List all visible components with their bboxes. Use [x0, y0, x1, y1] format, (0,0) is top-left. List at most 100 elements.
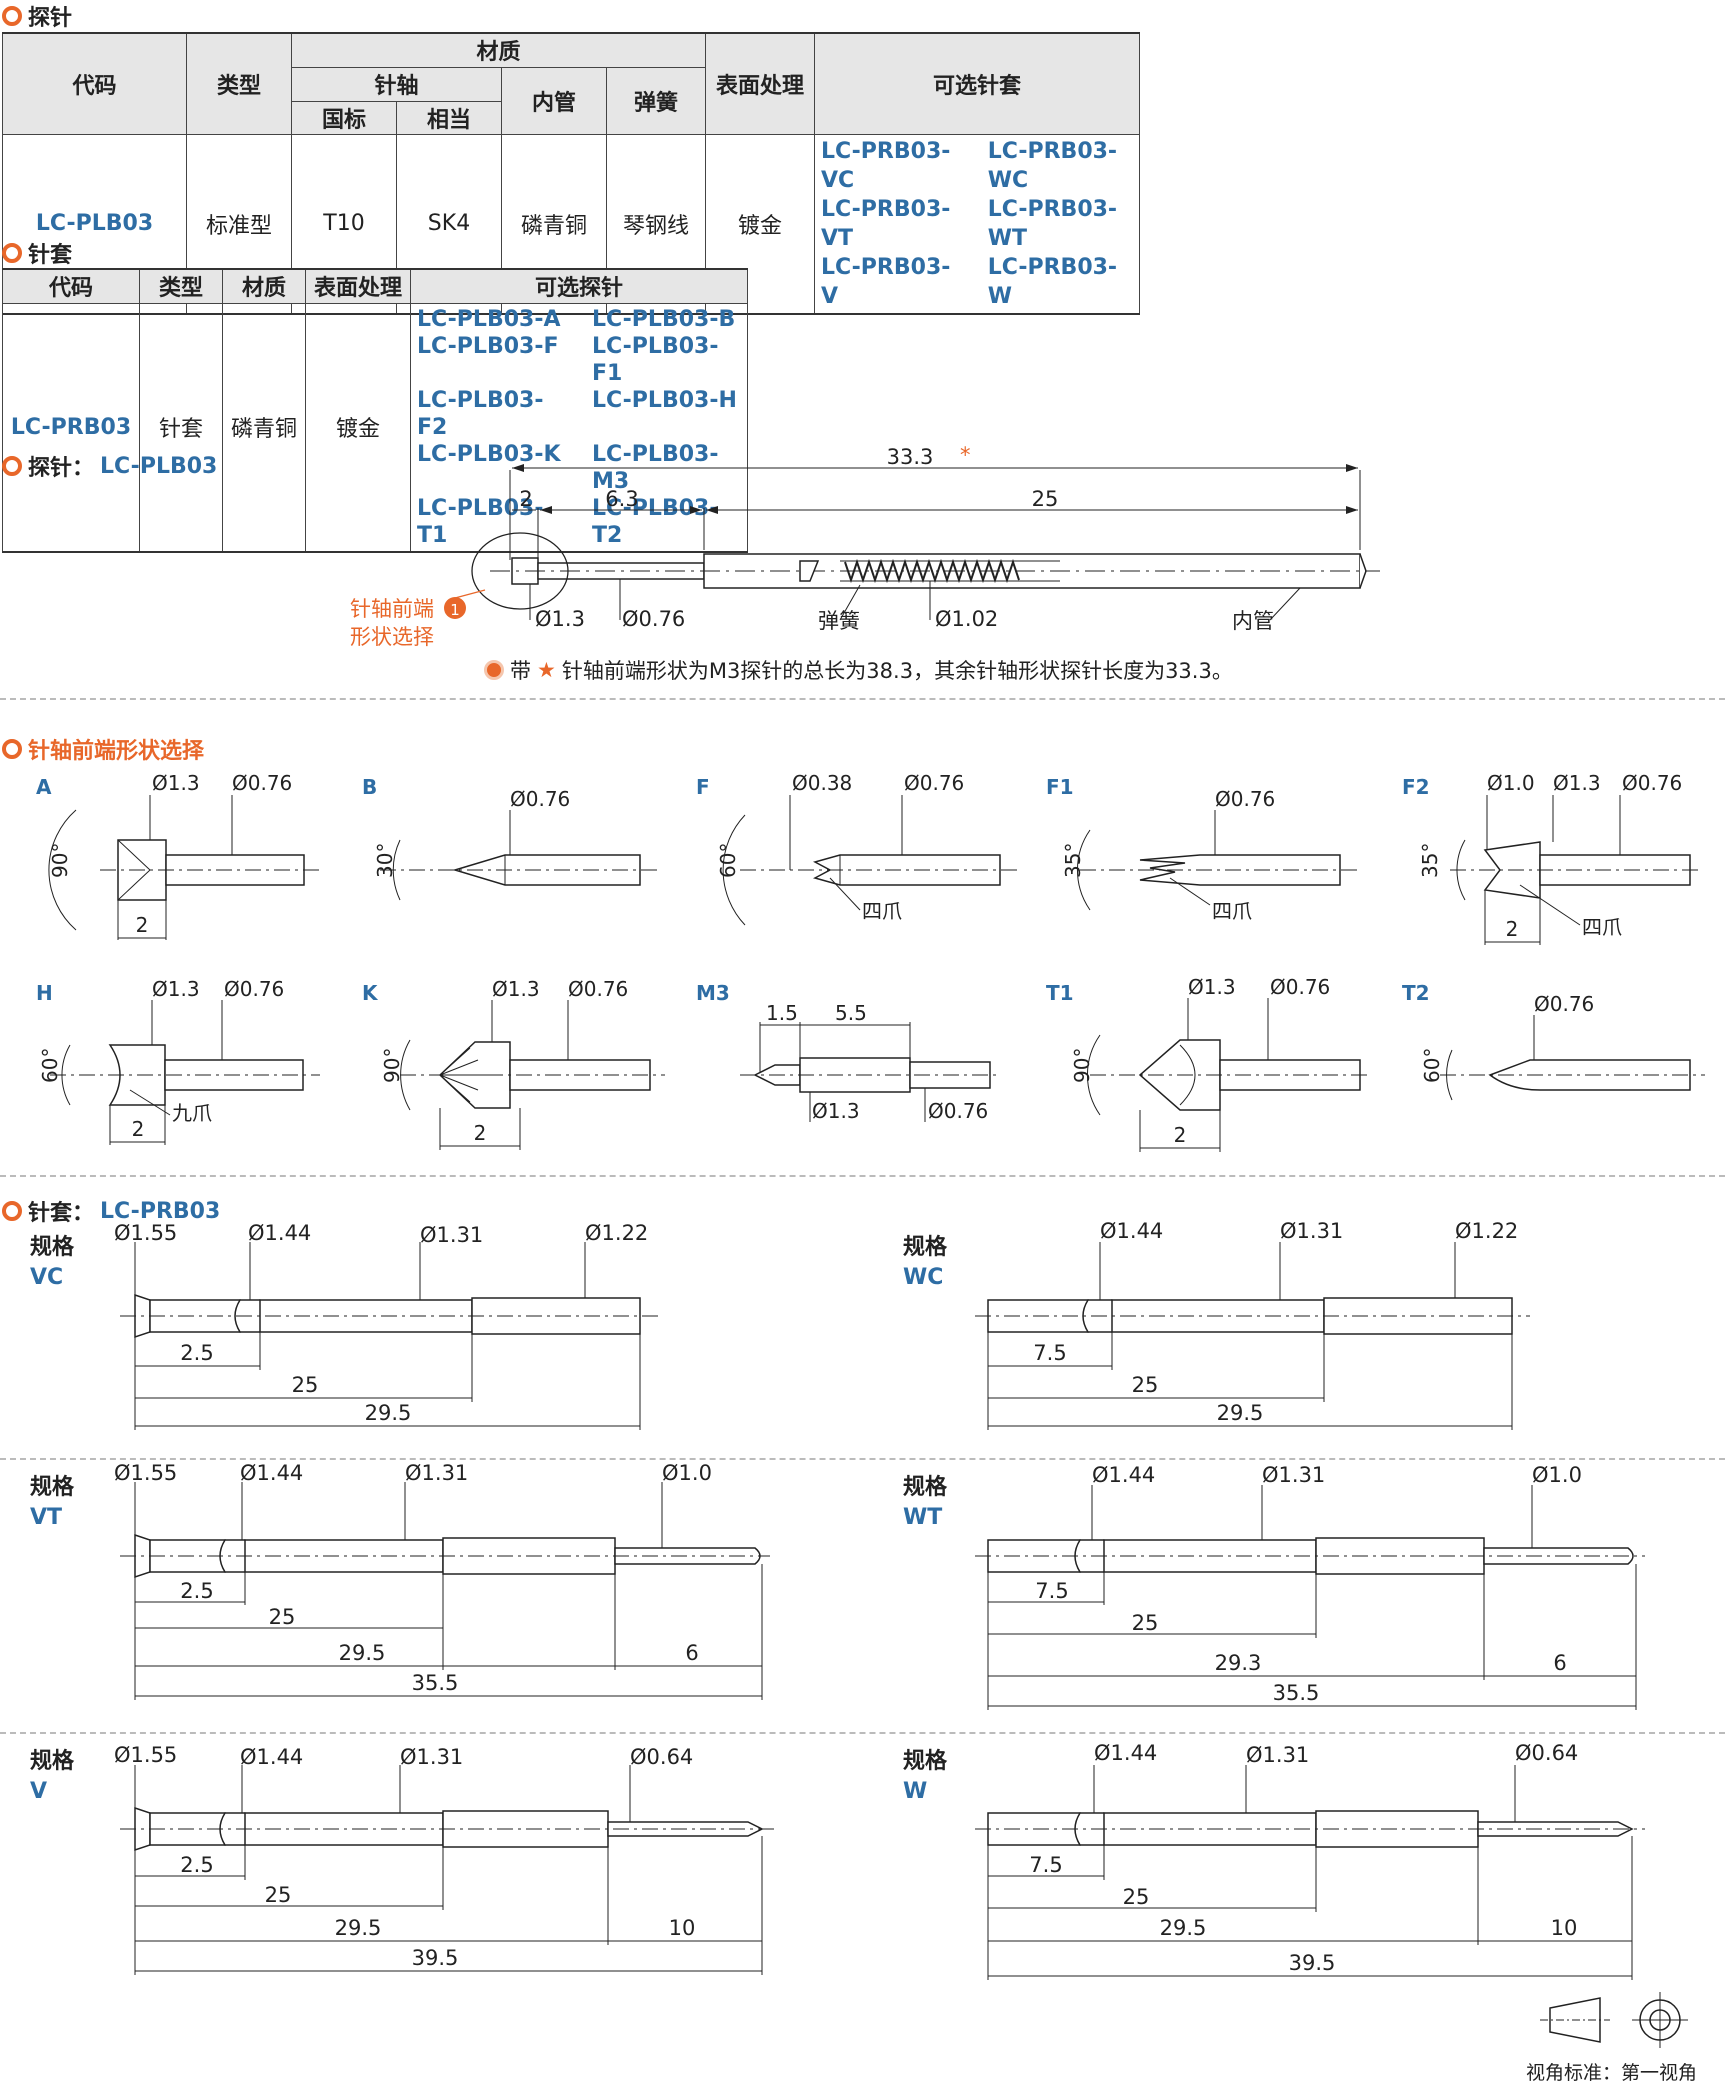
tip-d2: Ø0.76: [904, 771, 964, 795]
sleeve-spec-table: 代码 类型 材质 表面处理 可选探针 LC-PRB03 针套 磷青铜 镀金 LC…: [2, 268, 748, 553]
cell-surface: 镀金: [305, 302, 411, 552]
probe-link[interactable]: LC-PLB03-F2: [417, 387, 544, 440]
tip-name: T1: [1046, 981, 1074, 1005]
probe-link[interactable]: LC-PLB03-A: [417, 306, 561, 332]
dim-dtip: Ø1.0: [1532, 1463, 1582, 1487]
probe-link[interactable]: LC-PLB03-T2: [592, 495, 719, 548]
cell-type: 针套: [139, 302, 223, 552]
tip-T1: T1 90° Ø1.3 Ø0.76 2: [1046, 975, 1370, 1152]
tip-M3: M3 1.5 5.5 Ø1.3 Ø0.76: [696, 981, 1000, 1123]
probe-link[interactable]: LC-PLB03-M3: [592, 441, 719, 494]
tip-d2: Ø0.76: [224, 977, 284, 1001]
dim-dtip: Ø0.64: [630, 1745, 693, 1769]
th-type: 类型: [186, 32, 292, 135]
probe-link[interactable]: LC-PLB03-B: [592, 306, 736, 332]
dim-d155: Ø1.55: [114, 1221, 177, 1245]
label-d076: Ø0.76: [622, 607, 685, 631]
dim-b: 25: [1123, 1885, 1150, 1909]
sleeve-WT: Ø1.44 Ø1.31 Ø1.0 7.5 25 29.3 6 35.5: [975, 1463, 1645, 1710]
dim-d155: Ø1.55: [114, 1743, 177, 1767]
sleeve-link[interactable]: LC-PRB03-V: [821, 254, 951, 309]
dim-dtip: Ø1.0: [662, 1461, 712, 1485]
dim-total: 33.3: [887, 445, 934, 469]
cell-code[interactable]: LC-PRB03: [2, 302, 140, 552]
probe-link[interactable]: LC-PLB03-T1: [417, 495, 544, 548]
th-code: 代码: [2, 32, 187, 135]
tip-d1: Ø1.3: [812, 1099, 860, 1123]
label-tip-shape-2: 形状选择: [350, 625, 434, 649]
sleeve-link[interactable]: LC-PRB03-WT: [987, 196, 1118, 251]
tip-angle: 60°: [38, 1048, 62, 1083]
dim-b: 25: [1132, 1611, 1159, 1635]
sleeve-link[interactable]: LC-PRB03-VC: [821, 138, 951, 193]
divider: [0, 1732, 1725, 1734]
tip-len: 2: [474, 1121, 487, 1145]
dim-d144: Ø1.44: [1100, 1220, 1163, 1243]
tip-number: 1: [450, 601, 460, 619]
dim-t: 39.5: [412, 1946, 459, 1970]
tip-d2: Ø0.76: [1622, 771, 1682, 795]
dim-dtip: Ø1.22: [1455, 1220, 1518, 1243]
section-sleeve-title: 针套: [2, 237, 72, 269]
tip-len: 2: [1506, 917, 1519, 941]
cell-sleeves: LC-PRB03-VC LC-PRB03-WC LC-PRB03-VT LC-P…: [814, 133, 1140, 314]
dim-t: 39.5: [1289, 1951, 1336, 1975]
probe-link[interactable]: LC-PLB03-F: [417, 333, 559, 359]
tip-A: A 90° Ø1.3 Ø0.76 2: [36, 771, 320, 940]
tip-len: 2: [132, 1117, 145, 1141]
tip-F1: F1 35° Ø0.76 四爪: [1046, 775, 1360, 923]
th-type: 类型: [139, 268, 223, 304]
dim-b: 25: [265, 1883, 292, 1907]
th-eq: 相当: [396, 100, 502, 135]
dim-d131: Ø1.31: [400, 1745, 463, 1769]
tip-len: 2: [136, 913, 149, 937]
label-d102: Ø1.02: [935, 607, 998, 631]
dim-t: 35.5: [412, 1671, 459, 1695]
th-probes: 可选探针: [410, 268, 748, 304]
tip-d2: Ø0.76: [232, 771, 292, 795]
tip-F2: F2 35° Ø1.0 Ø1.3 Ø0.76 2 四爪: [1402, 771, 1700, 945]
dim-b: 25: [1132, 1373, 1159, 1397]
tip-claw: 九爪: [172, 1101, 212, 1125]
dim-6-3: 6.3: [605, 487, 638, 511]
th-code: 代码: [2, 268, 140, 304]
first-angle-projection-icon: [1540, 1992, 1688, 2048]
tip-name: M3: [696, 981, 730, 1005]
tip-T2: T2 60° Ø0.76: [1402, 981, 1705, 1101]
dim-e: 6: [1553, 1651, 1566, 1675]
dim-c: 29.3: [1215, 1651, 1262, 1675]
tip-d0: Ø1.0: [1487, 771, 1535, 795]
dim-d144: Ø1.44: [1094, 1741, 1157, 1765]
tip-name: F: [696, 775, 710, 799]
sleeve-link[interactable]: LC-PRB03-WC: [987, 138, 1118, 193]
probe-link[interactable]: LC-PLB03-H: [592, 387, 737, 413]
dim-c: 29.5: [1160, 1916, 1207, 1940]
dim-d131: Ø1.31: [1246, 1743, 1309, 1767]
sleeve-VC: Ø1.55 Ø1.44 Ø1.31 Ø1.22 2.5 25 29.5: [114, 1221, 660, 1430]
dim-b: 25: [292, 1373, 319, 1397]
tip-angle: 60°: [716, 843, 740, 878]
tip-d1: Ø1.3: [152, 977, 200, 1001]
sleeve-link[interactable]: LC-PRB03-W: [987, 254, 1118, 309]
dim-dtip: Ø0.64: [1515, 1741, 1578, 1765]
dim-star: *: [960, 443, 971, 467]
sleeve-link[interactable]: LC-PRB03-VT: [821, 196, 951, 251]
section-sleeve-drawing-title: 针套： LC-PRB03: [2, 1195, 220, 1227]
section-probe-drawing-title: 探针： LC-PLB03: [2, 450, 217, 482]
probe-link[interactable]: LC-PLB03-F1: [592, 333, 719, 386]
tip-name: F1: [1046, 775, 1074, 799]
dim-d144: Ø1.44: [240, 1745, 303, 1769]
sleeve-V: Ø1.55 Ø1.44 Ø1.31 Ø0.64 2.5 25 29.5 10 3…: [114, 1743, 775, 1975]
tip-d2: Ø0.76: [1534, 992, 1594, 1016]
probe-link[interactable]: LC-PLB03-K: [417, 441, 561, 467]
note-bullet-icon: [484, 660, 504, 680]
dim-d144: Ø1.44: [240, 1461, 303, 1485]
dim-a: 7.5: [1035, 1579, 1068, 1603]
probe-main-drawing: 33.3 * 2 6.3 25 Ø1.3 Ø0.76 弹簧 Ø1.02 内管 针…: [350, 443, 1380, 649]
tip-K: K 90° Ø1.3 Ø0.76 2: [362, 977, 665, 1150]
th-material: 材质: [291, 32, 706, 68]
tip-name: B: [362, 775, 377, 799]
dim-b: 25: [269, 1605, 296, 1629]
